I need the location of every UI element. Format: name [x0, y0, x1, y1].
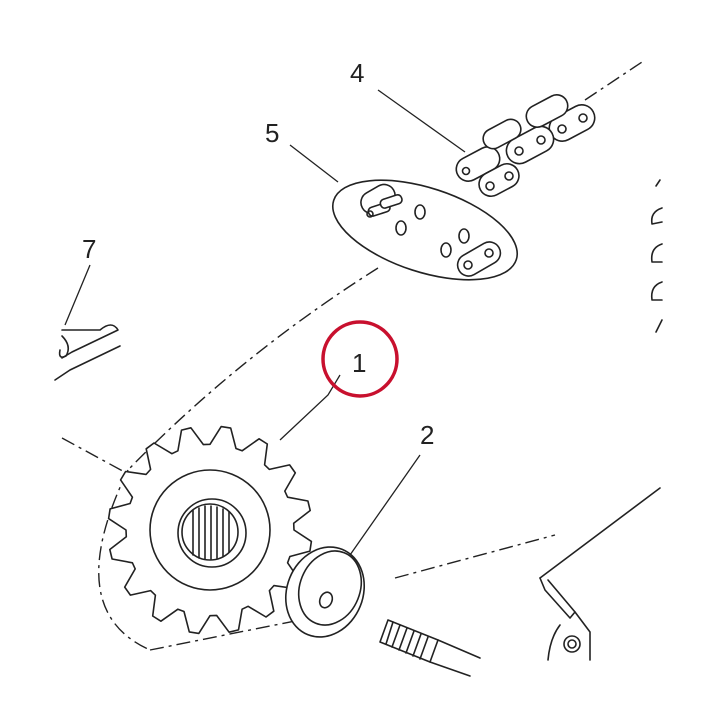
master-link-plate-with-pins	[360, 183, 403, 218]
highlight-circle	[321, 320, 399, 398]
o-rings	[395, 204, 470, 258]
right-edge-parts	[650, 179, 663, 333]
side-plate	[456, 241, 502, 277]
sprocket	[107, 425, 313, 635]
callout-4: 4	[350, 58, 364, 88]
chain-link-middle	[505, 94, 569, 165]
callout-2: 2	[420, 420, 434, 450]
chain	[455, 94, 596, 198]
threaded-shaft	[379, 619, 481, 677]
washer	[284, 546, 366, 638]
callout-1: 1	[352, 348, 366, 378]
assembly-centerlines	[61, 61, 643, 651]
sprocket-splines	[192, 505, 230, 560]
chain-link-inner	[455, 118, 522, 198]
callout-7: 7	[82, 234, 96, 264]
leader-lines	[64, 89, 466, 556]
chain-link-kit	[331, 179, 519, 281]
mounting-bracket	[539, 487, 661, 661]
callout-labels: 1 2 4 5 7	[82, 58, 434, 450]
bracket-fragment	[54, 324, 121, 381]
callout-5: 5	[265, 118, 279, 148]
